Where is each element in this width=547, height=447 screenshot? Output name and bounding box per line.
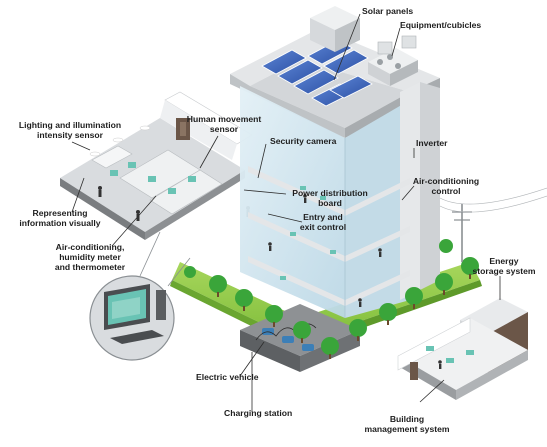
label-bms-line2: management system [364, 424, 450, 434]
label-energy-storage-line2: storage system [472, 266, 536, 276]
computer-monitor-icon [89, 231, 191, 361]
label-entry-exit-control: Entry and exit control [292, 212, 354, 232]
label-ac-humidity-line1: Air-conditioning, [55, 242, 125, 252]
equipment-cubicles [310, 6, 418, 86]
label-air-conditioning-control: Air-conditioning control [408, 176, 484, 196]
office-floor-left [60, 91, 253, 240]
label-ac-humidity-line2: humidity meter [59, 252, 121, 262]
label-lighting-sensor-line1: Lighting and illumination [18, 120, 122, 130]
label-ac-control-line1: Air-conditioning [412, 176, 480, 186]
label-power-distribution-board: Power distribution board [284, 188, 376, 208]
label-equipment-cubicles: Equipment/cubicles [400, 20, 482, 30]
label-inverter: Inverter [416, 138, 448, 148]
label-ac-humidity-line3: and thermometer [54, 262, 126, 272]
label-representing-information: Representing information visually [10, 208, 110, 228]
label-lighting-sensor: Lighting and illumination intensity sens… [14, 120, 126, 140]
solar-panel-icon [261, 39, 373, 107]
label-human-movement-line2: sensor [209, 124, 239, 134]
label-charging-station: Charging station [224, 408, 293, 418]
label-power-board-line1: Power distribution [292, 188, 368, 198]
label-electric-vehicle: Electric vehicle [196, 372, 259, 382]
leader-lines [71, 13, 501, 412]
electric-car-icon [262, 328, 314, 351]
power-pylon-icon [439, 187, 547, 262]
label-security-camera: Security camera [270, 136, 337, 146]
label-human-movement-line1: Human movement [186, 114, 262, 124]
label-bms-line1: Building [389, 414, 425, 424]
tree-icon [184, 239, 479, 359]
label-energy-storage-system: Energy storage system [466, 256, 542, 276]
label-lighting-sensor-line2: intensity sensor [37, 130, 103, 140]
label-power-board-line2: board [318, 198, 342, 208]
label-air-conditioning-humidity: Air-conditioning, humidity meter and the… [42, 242, 138, 272]
label-representing-line1: Representing [32, 208, 88, 218]
label-energy-storage-line1: Energy [489, 256, 519, 266]
management-room [397, 317, 528, 400]
label-solar-panels: Solar panels [362, 6, 414, 16]
label-entry-exit-line1: Entry and [303, 212, 343, 222]
label-ac-control-line2: control [431, 186, 461, 196]
label-human-movement-sensor: Human movement sensor [186, 114, 262, 134]
label-representing-line2: information visually [19, 218, 101, 228]
label-building-management-system: Building management system [352, 414, 462, 434]
label-entry-exit-line2: exit control [299, 222, 347, 232]
